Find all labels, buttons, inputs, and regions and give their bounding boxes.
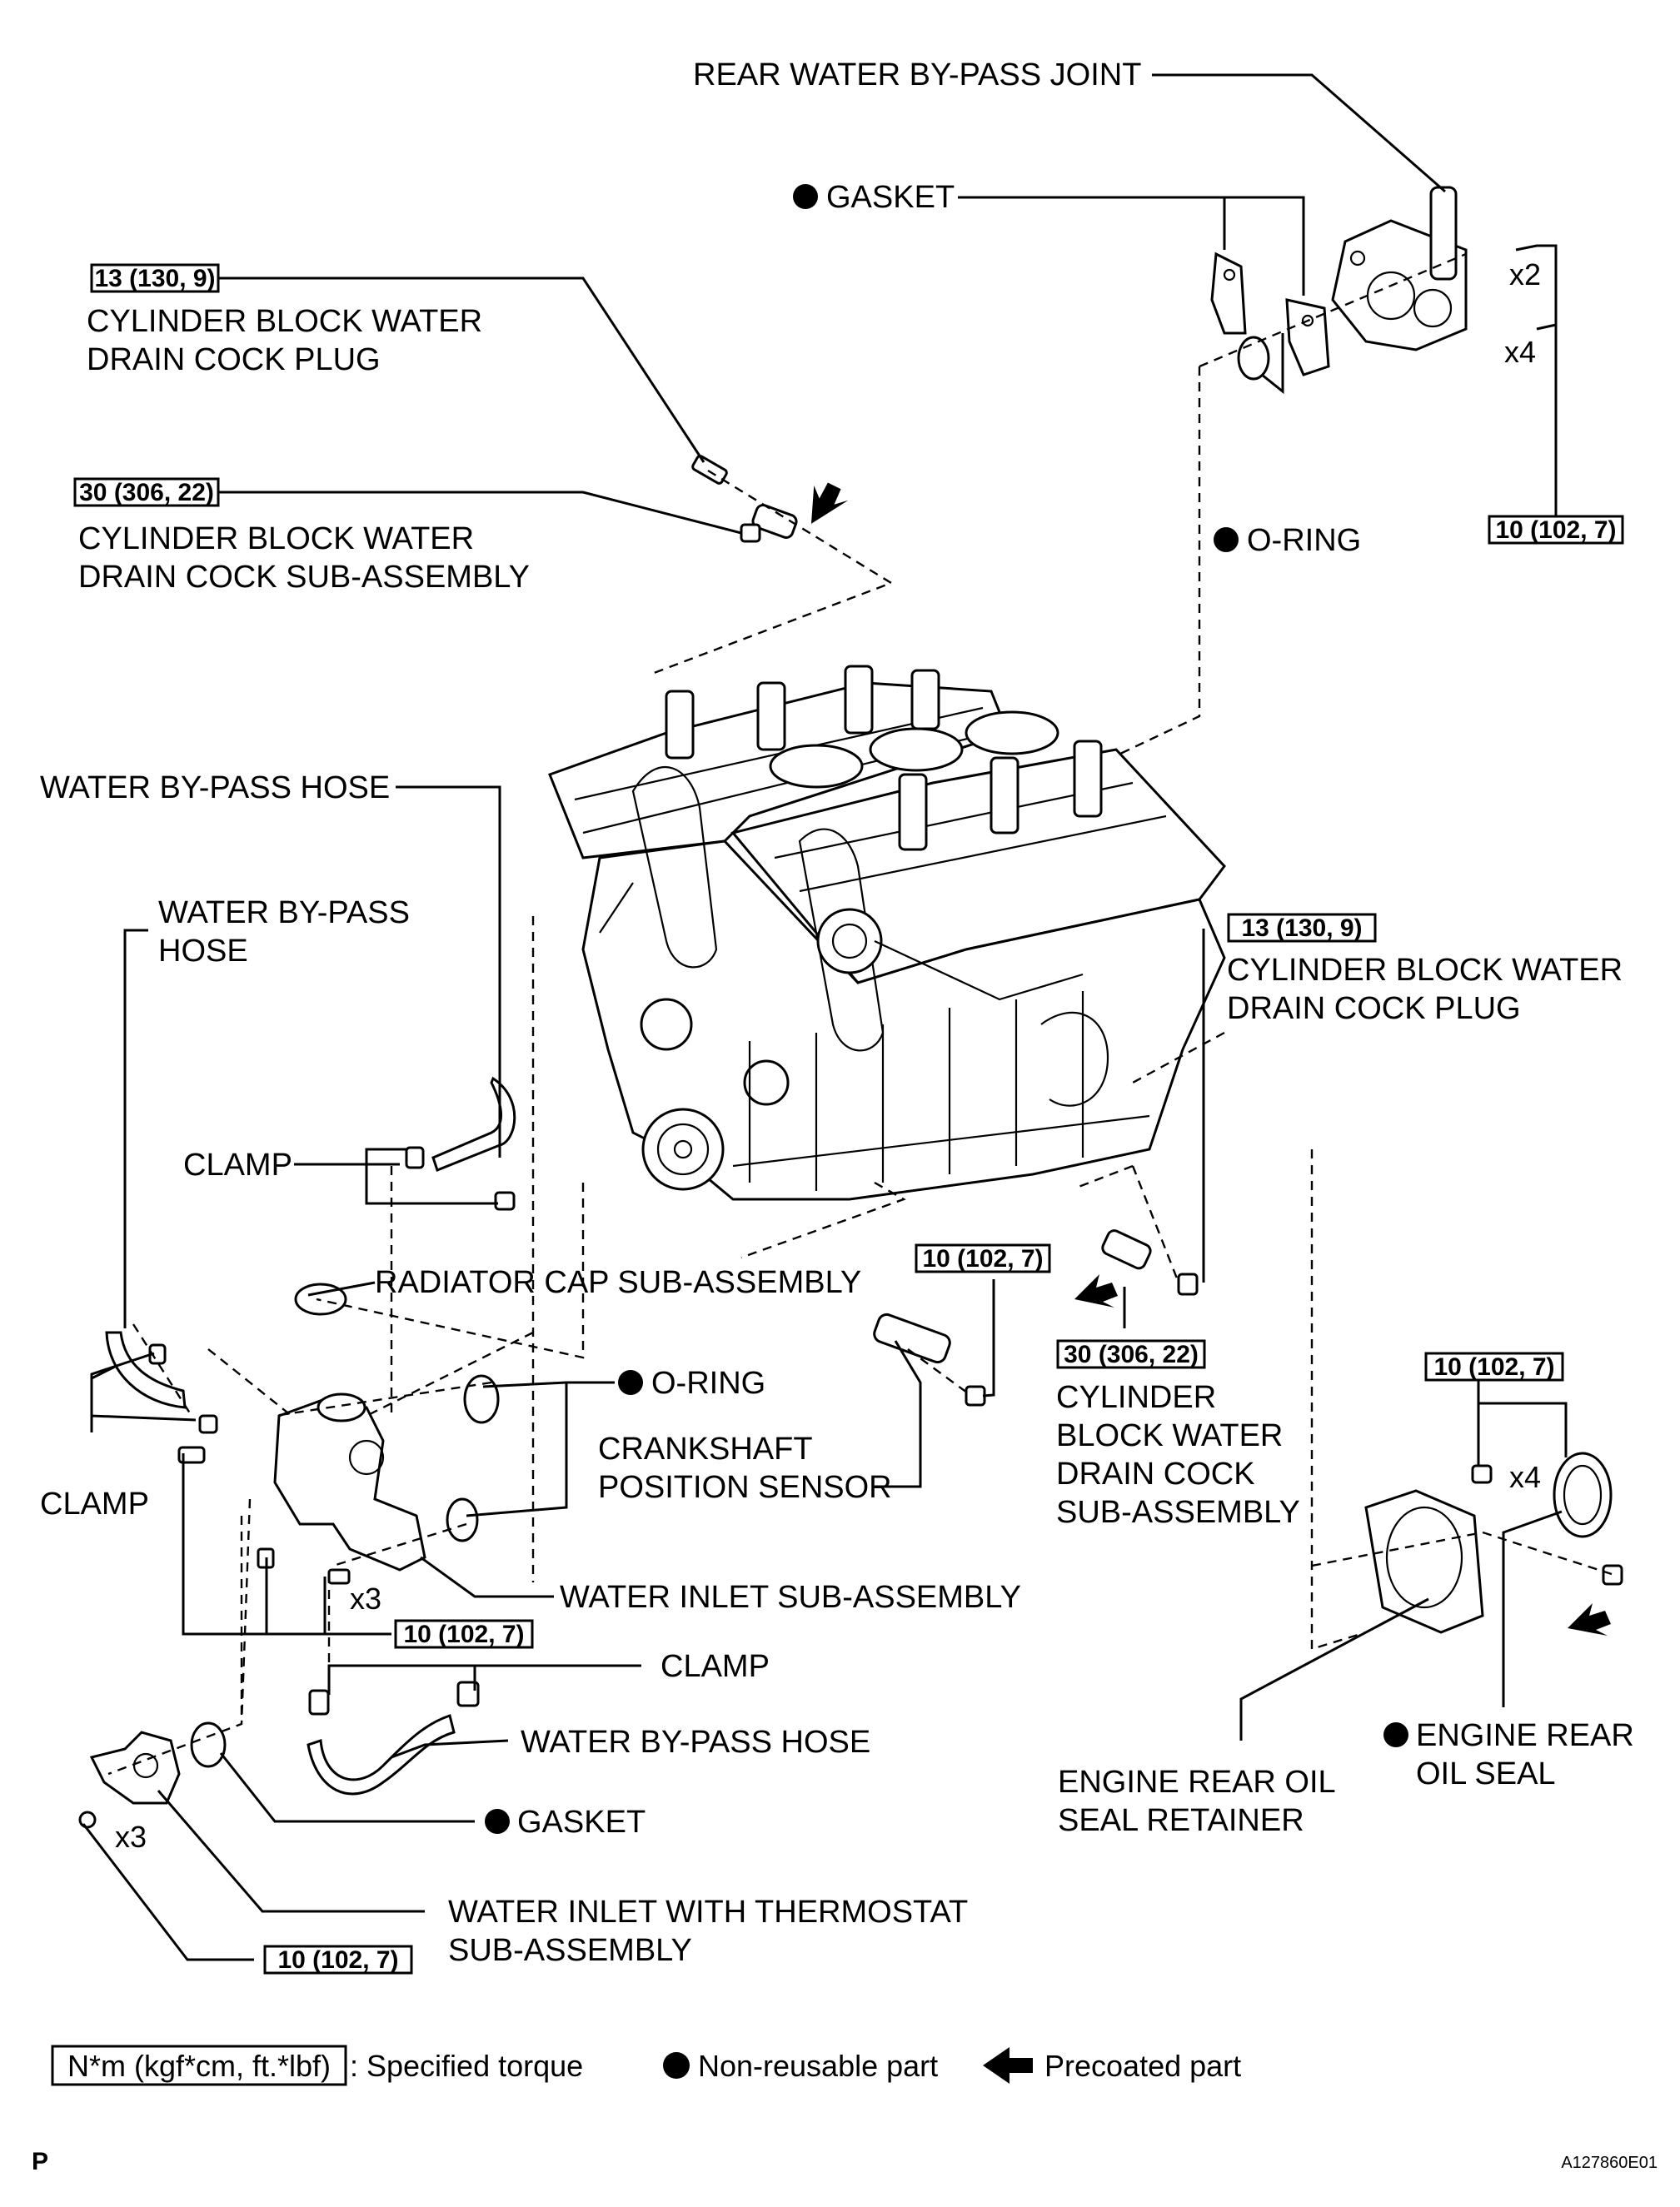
- label-rear-oil-seal-1: ENGINE REAR: [1416, 1718, 1634, 1753]
- multiplier-thermostat-bolts: x3: [115, 1820, 147, 1854]
- torque-drain-plug-right: 13 (130, 9): [1241, 914, 1362, 942]
- precoat-arrow-icon: [1568, 1603, 1611, 1636]
- figure-id: A127860E01: [1561, 2154, 1658, 2172]
- label-water-inlet: WATER INLET SUB-ASSEMBLY: [560, 1580, 1021, 1615]
- label-drain-cock-left-1: CYLINDER BLOCK WATER: [78, 521, 474, 556]
- gasket-parts-top: [1210, 252, 1330, 376]
- label-water-bypass-hose-left-1: WATER BY-PASS: [158, 895, 410, 930]
- nonreusable-dot-icon: [663, 2052, 690, 2079]
- label-drain-plug-left-1: CYLINDER BLOCK WATER: [87, 304, 482, 339]
- legend-precoated: Precoated part: [1044, 2049, 1241, 2083]
- hose-clamp-left-part: [105, 1331, 218, 1434]
- precoat-arrow-icon: [983, 2047, 1033, 2084]
- drain-cock-part-right: [1101, 1229, 1199, 1296]
- label-clamp-lower: CLAMP: [661, 1649, 770, 1684]
- o-ring-part-top: [1237, 336, 1270, 381]
- label-drain-cock-right-2: BLOCK WATER: [1056, 1418, 1283, 1453]
- label-gasket-top: GASKET: [826, 180, 955, 215]
- label-drain-cock-right-1: CYLINDER: [1056, 1380, 1216, 1415]
- label-inlet-thermostat-2: SUB-ASSEMBLY: [448, 1933, 692, 1968]
- label-o-ring-mid: O-RING: [651, 1366, 765, 1401]
- footer: P A127860E01: [32, 2148, 1658, 2175]
- multiplier-water-inlet-bolts: x3: [350, 1582, 381, 1616]
- label-radiator-cap: RADIATOR CAP SUB-ASSEMBLY: [375, 1265, 861, 1300]
- rear-oil-seal-part: [1553, 1452, 1613, 1538]
- thermostat-inlet-part: [78, 1721, 227, 1829]
- label-rear-oil-seal-retainer-1: ENGINE REAR OIL: [1058, 1765, 1336, 1800]
- label-gasket-bottom: GASKET: [517, 1805, 646, 1840]
- drain-cock-part-left: [740, 504, 798, 543]
- label-drain-plug-left-2: DRAIN COCK PLUG: [87, 342, 381, 377]
- o-ring-parts-mid: [446, 1374, 500, 1542]
- torque-drain-cock-left: 30 (306, 22): [79, 479, 214, 506]
- nonreusable-dot-icon: [618, 1370, 643, 1395]
- label-drain-plug-right-2: DRAIN COCK PLUG: [1227, 991, 1521, 1026]
- torque-drain-plug-left: 13 (130, 9): [94, 265, 215, 292]
- water-inlet-part: [177, 1392, 426, 1572]
- nonreusable-dot-icon: [1214, 527, 1239, 552]
- assembly-dashed-lines: [107, 252, 1613, 1776]
- torque-thermostat-bolts: 10 (102, 7): [277, 1946, 398, 1974]
- label-rear-oil-seal-retainer-2: SEAL RETAINER: [1058, 1803, 1304, 1838]
- label-water-bypass-hose-left-2: HOSE: [158, 934, 248, 969]
- legend-torque-box: N*m (kgf*cm, ft.*lbf): [67, 2049, 331, 2083]
- precoat-arrow-icon: [1074, 1274, 1118, 1308]
- label-drain-cock-left-2: DRAIN COCK SUB-ASSEMBLY: [78, 560, 530, 595]
- nonreusable-dot-icon: [1383, 1722, 1408, 1747]
- leader-lines: [82, 73, 1568, 1961]
- label-clamp-upper: CLAMP: [183, 1148, 292, 1183]
- nonreusable-dot-icon: [793, 184, 818, 209]
- nonreusable-dot-icon: [485, 1809, 510, 1834]
- page-letter: P: [32, 2148, 48, 2175]
- precoat-arrow-icon: [810, 482, 849, 524]
- part-labels: REAR WATER BY-PASS JOINT GASKET 13 (130,…: [40, 57, 1634, 1975]
- torque-rear-retainer-bolts: 10 (102, 7): [1433, 1353, 1554, 1381]
- label-o-ring-top: O-RING: [1247, 523, 1361, 558]
- torque-crank-sensor-bolt: 10 (102, 7): [922, 1245, 1043, 1273]
- water-bypass-hose-lower-part: [307, 1681, 480, 1796]
- label-crank-sensor-1: CRANKSHAFT: [598, 1432, 813, 1467]
- label-crank-sensor-2: POSITION SENSOR: [598, 1470, 892, 1505]
- inlet-bolts-part: [257, 1547, 351, 1585]
- legend: N*m (kgf*cm, ft.*lbf) : Specified torque…: [51, 2045, 1241, 2086]
- torque-rear-joint-bolts: 10 (102, 7): [1495, 516, 1616, 544]
- label-clamp-left: CLAMP: [40, 1487, 149, 1522]
- torque-water-inlet-bolts: 10 (102, 7): [403, 1621, 524, 1648]
- label-water-bypass-hose-top: WATER BY-PASS HOSE: [40, 770, 390, 805]
- multiplier-rear-joint-nuts: x4: [1504, 335, 1536, 369]
- precoated-arrow-icons: [810, 482, 1611, 1636]
- water-bypass-hose-upper-part: [431, 1076, 516, 1172]
- label-drain-cock-right-4: SUB-ASSEMBLY: [1056, 1495, 1300, 1530]
- legend-torque-text: : Specified torque: [350, 2049, 583, 2083]
- rear-oil-seal-retainer-part: [1364, 1464, 1623, 1634]
- label-water-bypass-hose-bottom: WATER BY-PASS HOSE: [521, 1725, 870, 1760]
- rear-water-bypass-joint-part: [1331, 186, 1468, 351]
- engine-block-illustration: [548, 665, 1226, 1201]
- label-drain-cock-right-3: DRAIN COCK: [1056, 1457, 1255, 1492]
- label-inlet-thermostat-1: WATER INLET WITH THERMOSTAT: [448, 1895, 968, 1930]
- clamp-parts-upper: [405, 1146, 516, 1211]
- label-rear-water-bypass-joint: REAR WATER BY-PASS JOINT: [693, 57, 1141, 92]
- multiplier-rear-retainer-bolts: x4: [1509, 1460, 1541, 1494]
- label-drain-plug-right-1: CYLINDER BLOCK WATER: [1227, 953, 1623, 988]
- legend-nonreusable: Non-reusable part: [698, 2049, 938, 2083]
- torque-drain-cock-right: 30 (306, 22): [1064, 1341, 1199, 1368]
- drain-plug-part-left: [691, 455, 728, 485]
- crankshaft-sensor-part: [873, 1313, 986, 1407]
- label-rear-oil-seal-2: OIL SEAL: [1416, 1756, 1556, 1791]
- multiplier-rear-joint-bolts: x2: [1509, 257, 1541, 291]
